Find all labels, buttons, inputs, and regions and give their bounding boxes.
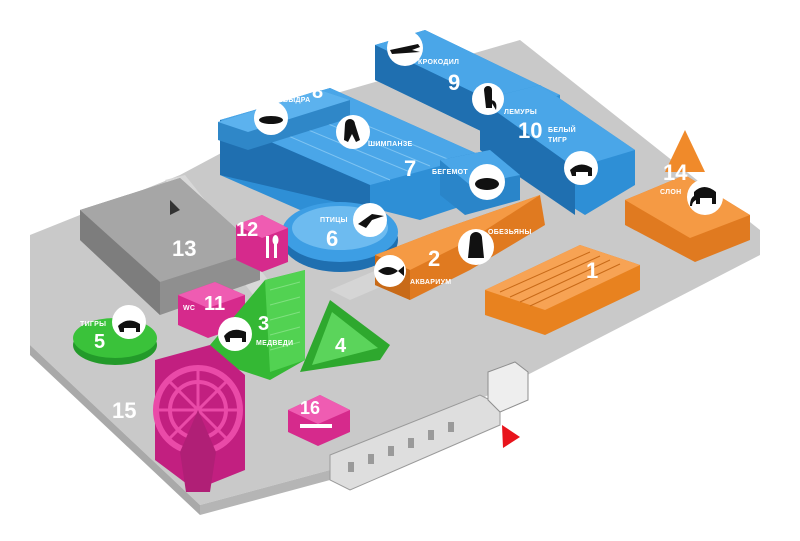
fork-knife-icon bbox=[266, 235, 279, 258]
zone-number-14: 14 bbox=[663, 160, 688, 185]
zone-number-8: 8 bbox=[312, 81, 323, 103]
building-1[interactable]: 1 bbox=[485, 245, 640, 335]
elephant-icon[interactable] bbox=[687, 179, 723, 215]
building-13[interactable]: 13 bbox=[80, 178, 260, 315]
label-white-tiger-line2: ТИГР bbox=[548, 137, 567, 144]
bird-icon[interactable] bbox=[353, 203, 387, 237]
zone-number-9: 9 bbox=[448, 70, 460, 95]
zone-label-lemurs: ЛЕМУРЫ bbox=[504, 109, 537, 116]
zone-number-12: 12 bbox=[236, 219, 258, 241]
zone-label-elephant: СЛОН bbox=[660, 189, 682, 196]
zone-number-3: 3 bbox=[258, 313, 269, 335]
label-monkeys: ОБЕЗЬЯНЫ bbox=[488, 229, 532, 236]
entrance-wall bbox=[329, 361, 529, 491]
building-14-elephant[interactable]: 14 СЛОН bbox=[625, 130, 750, 262]
label-wc: WC bbox=[183, 305, 195, 312]
zone-label-aquarium: АКВАРИУМ bbox=[410, 279, 451, 286]
zone-number-5: 5 bbox=[94, 331, 105, 353]
zone-label-bears: МЕДВЕДИ bbox=[256, 340, 293, 347]
enclosure-3-bears[interactable]: 3 МЕДВЕДИ bbox=[210, 270, 305, 380]
white-tiger-icon[interactable] bbox=[564, 151, 598, 185]
hippo-icon[interactable] bbox=[469, 164, 505, 200]
gorilla-icon[interactable] bbox=[458, 229, 494, 265]
otter-icon[interactable] bbox=[254, 101, 288, 135]
zone-label-birds: ПТИЦЫ bbox=[320, 217, 348, 224]
zone-number-6: 6 bbox=[326, 226, 338, 251]
zone-label-chimpanzee: ШИМПАНЗЕ bbox=[368, 141, 413, 148]
attraction-16[interactable]: 16 bbox=[288, 395, 350, 446]
crocodile-icon[interactable] bbox=[387, 30, 423, 66]
building-10-lemurs-white-tiger[interactable]: 10 ЛЕМУРЫ БЕЛЫЙ ТИГР bbox=[480, 85, 635, 215]
zone-number-16: 16 bbox=[300, 398, 320, 418]
label-white-tiger-line1: БЕЛЫЙ bbox=[548, 125, 576, 134]
entrance-arrow-icon[interactable] bbox=[502, 425, 520, 448]
zone-label-tigers: ТИГРЫ bbox=[80, 321, 106, 328]
attraction-15-carousel[interactable]: 15 bbox=[112, 345, 245, 492]
zone-number-13: 13 bbox=[172, 236, 196, 261]
label-hippo: БЕГЕМОТ bbox=[432, 169, 468, 176]
enclosure-4[interactable]: 4 bbox=[300, 300, 390, 372]
tiger-icon[interactable] bbox=[112, 305, 146, 339]
zone-number-4: 4 bbox=[335, 335, 347, 357]
zone-number-1: 1 bbox=[586, 258, 598, 283]
zone-label-crocodile: КРОКОДИЛ bbox=[418, 59, 459, 66]
bear-icon[interactable] bbox=[218, 317, 252, 351]
lemur-icon[interactable] bbox=[472, 83, 504, 115]
zone-label-otter: ВЫДРА bbox=[283, 97, 311, 104]
fish-icon[interactable] bbox=[374, 255, 406, 287]
zone-number-10: 10 bbox=[518, 118, 542, 143]
bench-icon bbox=[300, 424, 332, 428]
zone-number-15: 15 bbox=[112, 398, 136, 423]
chimpanzee-icon[interactable] bbox=[336, 115, 370, 149]
zone-number-7: 7 bbox=[404, 156, 416, 181]
zone-number-11: 11 bbox=[204, 293, 225, 315]
zone-number-2: 2 bbox=[428, 246, 440, 271]
